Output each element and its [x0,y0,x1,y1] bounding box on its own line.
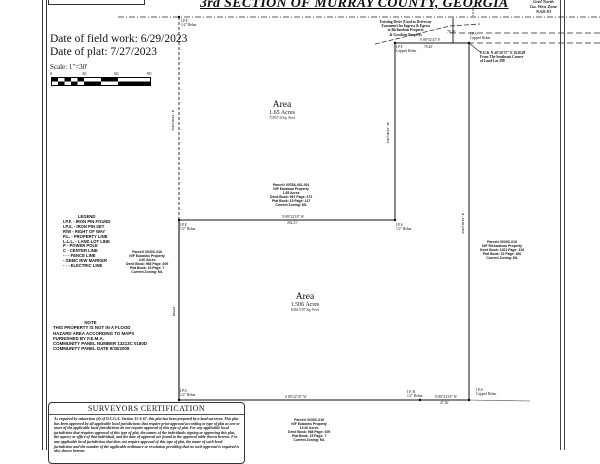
legend-title: LEGEND [77,214,96,219]
pin-label-top-left: I.P.F.1/2" Rebar [181,19,197,28]
pin-label-top-mid: I.P.F.Capped Rebar [396,45,417,54]
bearing-left-vertical: N 01°19'25" E [171,110,175,131]
surveyors-certification: SURVEYORS CERTIFICATION As required by s… [48,402,245,464]
info-box [48,0,145,5]
parcel-info-center: Parcel# 0078A-001-001 N/F Eastman Proper… [270,183,313,208]
certification-title: SURVEYORS CERTIFICATION [49,404,244,415]
plat-title: 3rd SECTION OF MURRAY COUNTY, GEORGIA [200,0,509,11]
distance-mid: 204.21' [287,221,298,225]
pin-label-mid-left: I.P.F.1/2" Rebar [180,223,196,232]
bearing-bottom-left: S 89°22'18" W [285,395,307,399]
bearing-mid-vertical: S 01°19'25" W [386,122,390,144]
pin-label-bottom-right: I.P.S.Capped Rebar [476,388,497,397]
bearing-top: S 88°52'43" E [420,38,441,42]
page-frame-left [42,0,43,450]
note-title: NOTE [84,320,97,325]
page-frame-left-inner [46,0,47,450]
plat-date: Date of plat: 7/27/2023 [50,46,157,58]
pin-label-mid-right: I.P.S.1/2" Rebar [396,223,412,232]
parcel-info-bottom: Parcel# 0030C-016 N/F Eubanks Property 1… [288,418,331,443]
field-work-date: Date of field work: 6/29/2023 [50,33,188,45]
flood-note: NOTE THIS PROPERTY IS NOT IN A FLOOD HAZ… [53,320,147,352]
distance-top: 76.20' [424,45,433,49]
distance-drive: 78.29' [447,30,456,34]
area-lower: Area 1.506 Acres 65615.97 Sq. Feet [290,292,320,312]
area-upper: Area 1.65 Acres 71937.6 Sq. Feet [269,100,295,120]
bearing-right-vertical: N 01°19'25" E [461,213,465,234]
scale-label: Scale: 1"=30' [50,63,88,71]
parcel-info-right: Parcel# 0030C-016 N/F Richardson Propert… [480,240,525,261]
north-arrow-label: Grid North Ga. West Zone NAD 83 [530,0,557,14]
easement-note: Existing Drive (Used as Driveway Easemen… [380,20,432,37]
scale-bar [51,77,151,86]
pin-label-bottom-mid: I.P. R.1/2" Rebar [407,390,423,399]
certification-body: As required by subsection (d) of O.C.G.A… [54,417,240,454]
distance-bottom-right: 47.26' [440,401,449,405]
bearing-left-lower: 195.22' [172,306,176,317]
pob-note: P.O.B. N 40°20'57" E 1638.28' From The S… [480,51,527,64]
page-frame-right-inner [564,0,565,450]
pin-label-bottom-left: I.P.S.1/2" Rebar [180,389,196,398]
bearing-mid: N 89°22'18" W [282,215,305,219]
pin-label-top-right: I.P.S.Capped Rebar [470,32,491,41]
legend: LEGEND I.P.F. - IRON PIN FOUND I.P.S. - … [63,214,111,269]
bearing-bottom-right: N 89°22'18" W [435,395,458,399]
plat-dates: Date of field work: 6/29/2023 Date of pl… [50,33,187,59]
parcel-info-left: Parcel# 0030C-016 N/F Eubanks Property 4… [126,250,169,275]
page-frame-right [560,0,561,450]
survey-drawing [118,6,600,402]
